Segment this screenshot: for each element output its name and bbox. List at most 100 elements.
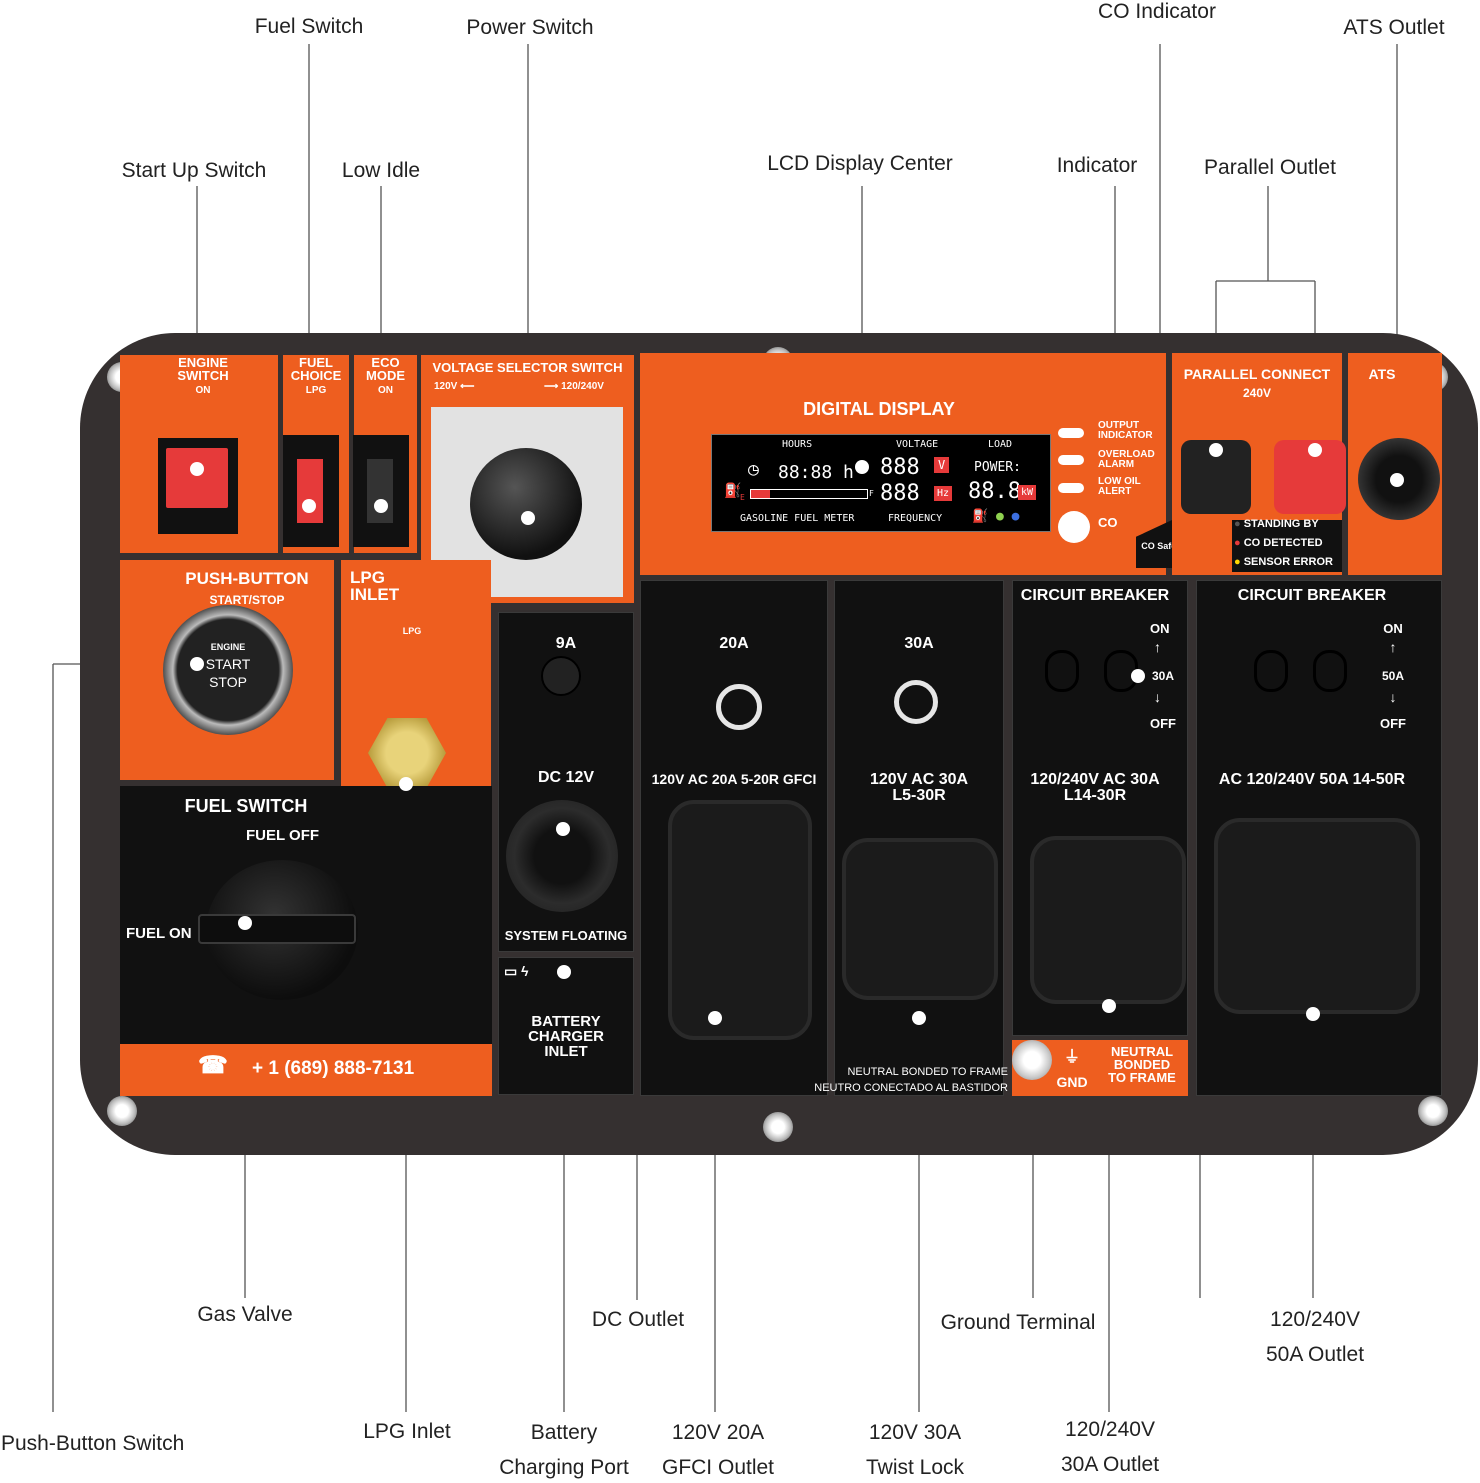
ground-terminal[interactable] xyxy=(1012,1040,1052,1080)
callout-low-idle: Low Idle xyxy=(341,159,421,182)
outlet-50a-label: AC 120/240V 50A 14-50R xyxy=(1218,771,1406,788)
gas-valve-lever[interactable] xyxy=(198,914,356,944)
low-oil-alert-label: LOW OIL ALERT xyxy=(1098,476,1141,497)
co-detected-label: ● CO DETECTED xyxy=(1234,537,1323,549)
fuel-type-icons: ⛽ ● ● xyxy=(972,509,1020,524)
arrow-down-icon: ↓ xyxy=(1154,689,1161,705)
lcd-fuel-meter-label: GASOLINE FUEL METER xyxy=(740,513,855,524)
screw-icon xyxy=(763,1112,793,1142)
callout-parallel-outlet: Parallel Outlet xyxy=(1204,156,1336,179)
lcd-kw-unit: kW xyxy=(1018,485,1037,500)
fuel-choice-label: FUEL CHOICE xyxy=(290,355,342,383)
clock-icon: ◷ xyxy=(748,459,759,480)
fuel-pump-icon: ⛽ xyxy=(724,483,742,499)
cb50-toggle-left[interactable] xyxy=(1254,650,1288,692)
voltage-selector-label: VOLTAGE SELECTOR SWITCH xyxy=(432,360,623,375)
callout-dot xyxy=(374,499,388,513)
lpg-inlet-fitting[interactable] xyxy=(368,718,446,788)
lcd-hours-label: HOURS xyxy=(782,439,813,450)
callout-30a-line1: 120/240V xyxy=(1065,1418,1155,1441)
cb50-amp-label: 50A xyxy=(1381,669,1404,683)
battery-charger-section xyxy=(498,957,634,1095)
co-indicator-label: CO xyxy=(1098,515,1118,530)
l14-30a-outlet[interactable] xyxy=(1030,836,1186,1004)
callout-dot xyxy=(399,777,413,791)
ground-symbol-icon: ⏚ xyxy=(1063,1049,1080,1066)
arrow-up-icon: ↑ xyxy=(1154,639,1161,655)
co-status-legend xyxy=(1232,520,1342,572)
support-phone-bar xyxy=(120,1044,492,1096)
push-button-start-stop[interactable] xyxy=(163,605,293,735)
callout-dot xyxy=(912,1011,926,1025)
twist-lock-30a-outlet[interactable] xyxy=(842,838,998,1000)
callout-dot xyxy=(708,1011,722,1025)
lcd-power-label: POWER: xyxy=(974,460,1021,475)
headset-support-icon: ☎ xyxy=(198,1052,228,1079)
voltage-selector-knob[interactable] xyxy=(470,448,582,560)
twist-lock-breaker-button[interactable] xyxy=(894,680,938,724)
lcd-hours-value: 88:88 h xyxy=(778,462,854,483)
lcd-fuel-gauge xyxy=(750,489,868,499)
co-safeguard-label: CO SafeGuard xyxy=(1141,541,1203,551)
lcd-hz-unit: Hz xyxy=(934,486,953,501)
gfci-20a-outlet[interactable] xyxy=(668,800,812,1040)
callout-twist-line2: Twist Lock xyxy=(865,1456,965,1479)
cb30-amp-label: 30A xyxy=(1152,669,1175,683)
cb50-on-label: ON xyxy=(1383,621,1403,636)
callout-ats-outlet: ATS Outlet xyxy=(1343,16,1445,39)
callout-gfci-line2: GFCI Outlet xyxy=(661,1456,775,1479)
dc-12v-label: DC 12V xyxy=(537,769,595,786)
callout-30a-line2: 30A Outlet xyxy=(1060,1453,1160,1476)
digital-display-label: DIGITAL DISPLAY xyxy=(803,399,955,419)
cb30-toggle-left[interactable] xyxy=(1045,650,1079,692)
eco-mode-switch[interactable] xyxy=(353,435,409,547)
engine-switch-on-label: ON xyxy=(195,385,211,396)
button-stop-label: STOP xyxy=(209,674,247,690)
cb50-toggle-right[interactable] xyxy=(1313,650,1347,692)
engine-rocker-switch[interactable] xyxy=(158,438,238,534)
battery-charger-label: BATTERY CHARGER INLET xyxy=(528,1013,604,1060)
circuit-breaker-30a-label: CIRCUIT BREAKER xyxy=(1020,587,1170,604)
twist-lock-30a-amp-label: 30A xyxy=(904,635,934,652)
gnd-label: GND xyxy=(1056,1074,1088,1090)
lcd-power-value: 88.8 xyxy=(968,479,1021,504)
callout-dc-outlet: DC Outlet xyxy=(591,1308,685,1331)
support-phone-number: + 1 (689) 888-7131 xyxy=(252,1058,415,1079)
lcd-screen: HOURS ◷ 88:88 h ⛽ E F GASOLINE FUEL METE… xyxy=(711,434,1051,532)
callout-dot xyxy=(238,916,252,930)
co-indicator-light xyxy=(1058,511,1090,543)
parallel-connect-label: PARALLEL CONNECT xyxy=(1183,366,1331,382)
callout-dot xyxy=(1308,443,1322,457)
callout-gfci-line1: 120V 20A xyxy=(671,1421,765,1444)
button-engine-label: ENGINE xyxy=(210,642,246,652)
standing-by-text: STANDING BY xyxy=(1243,518,1319,530)
eco-mode-on-label: ON xyxy=(378,385,393,396)
outlet-50a-14-50r[interactable] xyxy=(1214,818,1420,1014)
fuel-choice-switch[interactable] xyxy=(283,435,339,547)
voltage-240-label: ⟶ 120/240V xyxy=(544,381,604,392)
button-start-label: START xyxy=(205,656,251,672)
callout-30a-outlet: 120/240V 30A Outlet xyxy=(1061,1419,1159,1475)
fuel-switch-label: FUEL SWITCH xyxy=(184,796,308,816)
gfci-20a-amp-label: 20A xyxy=(719,635,749,652)
screw-icon xyxy=(107,1096,137,1126)
callout-dot xyxy=(1390,473,1404,487)
arrow-up-icon: ↑ xyxy=(1389,639,1397,655)
dc-outlet[interactable] xyxy=(506,800,618,912)
eco-mode-label: ECO MODE xyxy=(366,355,405,383)
callout-ground-terminal: Ground Terminal xyxy=(940,1311,1096,1334)
lcd-fuel-f: F xyxy=(869,489,874,498)
callout-dot xyxy=(190,657,204,671)
voltage-120-label: 120V ⟵ xyxy=(434,381,475,392)
twist-lock-30a-label: 120V AC 30A L5-30R xyxy=(869,771,969,804)
system-floating-label: SYSTEM FLOATING xyxy=(504,928,628,943)
callout-gfci-outlet: 120V 20A GFCI Outlet xyxy=(662,1422,774,1478)
callout-dot xyxy=(556,822,570,836)
lcd-volt-unit: V xyxy=(934,457,950,473)
overload-alarm-label: OVERLOAD ALARM xyxy=(1098,449,1155,470)
dc-breaker-button[interactable] xyxy=(541,656,581,696)
gfci-reset-button[interactable] xyxy=(716,684,762,730)
